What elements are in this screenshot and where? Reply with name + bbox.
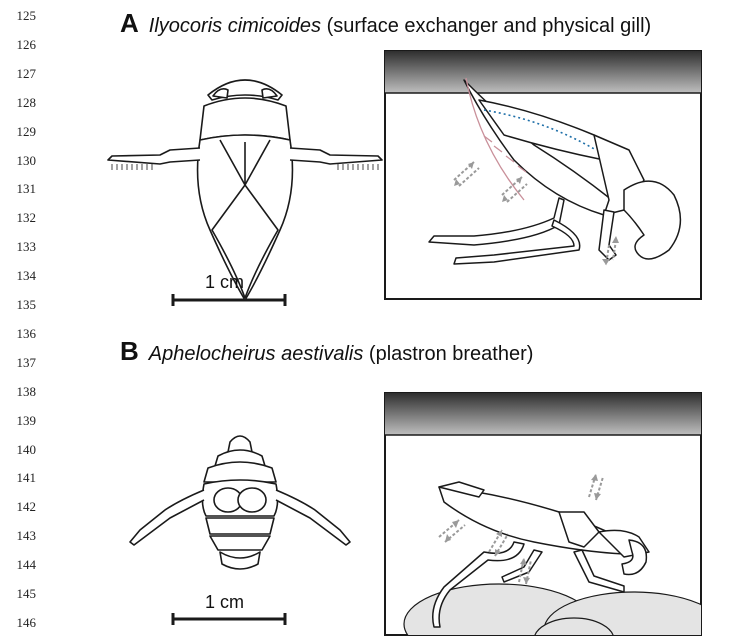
line-number: 141 <box>0 470 36 486</box>
line-number: 139 <box>0 413 36 429</box>
line-number: 145 <box>0 586 36 602</box>
panel-a-description: (surface exchanger and physical gill) <box>327 15 652 37</box>
line-number: 140 <box>0 442 36 458</box>
line-number: 143 <box>0 528 36 544</box>
panel-b-scale-label: 1 cm <box>205 592 244 613</box>
panel-a-title: A Ilyocoris cimicoides (surface exchanger… <box>120 8 651 39</box>
line-number: 135 <box>0 297 36 313</box>
panel-b-species: Aphelocheirus aestivalis <box>149 343 364 365</box>
line-number: 137 <box>0 355 36 371</box>
line-number: 127 <box>0 66 36 82</box>
panel-b-scale-bar <box>170 611 290 627</box>
aphelocheirus-top-view-illustration <box>110 430 370 590</box>
line-number: 142 <box>0 499 36 515</box>
line-number: 134 <box>0 268 36 284</box>
water-surface-a <box>385 51 701 93</box>
line-number: 132 <box>0 210 36 226</box>
aphelocheirus-side-view-box <box>384 392 702 636</box>
line-number: 125 <box>0 8 36 24</box>
line-number: 138 <box>0 384 36 400</box>
panel-b-description: (plastron breather) <box>369 343 534 365</box>
line-number: 128 <box>0 95 36 111</box>
panel-a-letter: A <box>120 8 139 38</box>
line-number: 126 <box>0 37 36 53</box>
water-surface-b <box>385 393 701 435</box>
line-number: 129 <box>0 124 36 140</box>
line-number: 133 <box>0 239 36 255</box>
line-number: 146 <box>0 615 36 631</box>
panel-a-species: Ilyocoris cimicoides <box>149 15 321 37</box>
line-number: 136 <box>0 326 36 342</box>
line-number: 144 <box>0 557 36 573</box>
panel-b-title: B Aphelocheirus aestivalis (plastron brea… <box>120 336 533 367</box>
line-number: 130 <box>0 153 36 169</box>
ilyocoris-top-view-illustration <box>100 60 390 260</box>
line-number: 131 <box>0 181 36 197</box>
panel-a-scale-label: 1 cm <box>205 272 244 293</box>
panel-b-letter: B <box>120 336 139 366</box>
panel-a-scale-bar <box>170 292 290 308</box>
ilyocoris-side-view-box <box>384 50 702 300</box>
